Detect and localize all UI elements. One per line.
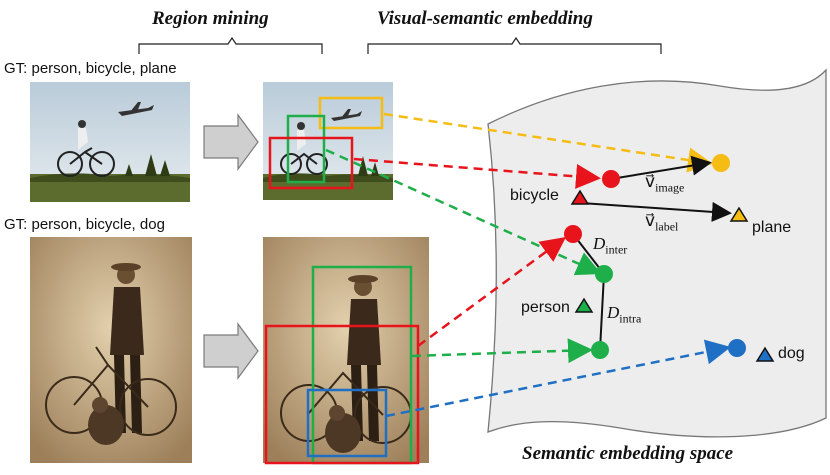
region-box-person-bottom xyxy=(311,265,413,465)
gt-label-bottom: GT: person, bicycle, dog xyxy=(4,216,165,233)
photo-man-bicycle-dog xyxy=(30,237,192,463)
v-image-symbol: v⃗ xyxy=(645,172,656,191)
photo-man-bicycle-dog-regions-art xyxy=(263,237,429,463)
point-bicycle-image-top xyxy=(602,170,620,188)
point-person-image-bottom xyxy=(591,341,609,359)
photo-man-bicycle-dog-art xyxy=(30,237,192,463)
d-intra-subscript: intra xyxy=(619,311,642,326)
dashed-arrow-bicycle-top xyxy=(353,157,601,189)
v-image-arrow xyxy=(610,155,712,180)
point-person-image-top xyxy=(595,265,613,283)
label-dog: dog xyxy=(778,345,805,362)
label-triangle-dog xyxy=(755,346,775,362)
region-box-person-top xyxy=(286,114,326,184)
label-person: person xyxy=(521,299,570,316)
block-arrow-bottom xyxy=(203,322,259,380)
heading-region-mining: Region mining xyxy=(152,8,269,29)
point-bicycle-image-bottom xyxy=(564,225,582,243)
point-plane-image xyxy=(712,154,730,172)
heading-semantic-embedding-space: Semantic embedding space xyxy=(522,443,734,464)
v-image-label: v⃗image xyxy=(645,172,684,195)
block-arrow-top xyxy=(203,113,259,171)
d-intra-label: Dintra xyxy=(607,303,641,326)
v-label-arrow xyxy=(580,201,732,222)
v-label-label: v⃗label xyxy=(645,211,678,234)
d-inter-label: Dinter xyxy=(593,234,627,257)
region-box-plane xyxy=(318,96,384,130)
photo-cyclist-plane xyxy=(30,82,190,202)
region-box-bicycle-top xyxy=(268,136,354,190)
label-triangle-person xyxy=(574,297,594,313)
dashed-arrow-plane xyxy=(383,112,713,173)
dashed-arrow-bicycle-bottom xyxy=(417,237,567,348)
v-label-symbol: v⃗ xyxy=(645,211,656,230)
gt-label-top: GT: person, bicycle, plane xyxy=(4,60,177,77)
v-label-subscript: label xyxy=(655,219,679,234)
label-plane: plane xyxy=(752,219,792,236)
d-intra-line xyxy=(599,273,605,351)
point-dog-image xyxy=(728,339,746,357)
brace-visual-semantic xyxy=(367,36,662,54)
photo-man-bicycle-dog-regions xyxy=(263,237,429,463)
label-bicycle: bicycle xyxy=(510,187,559,204)
v-image-subscript: image xyxy=(655,180,685,195)
brace-region-mining xyxy=(138,36,323,54)
region-box-bicycle-bottom xyxy=(264,324,420,465)
d-inter-subscript: inter xyxy=(605,242,628,257)
dashed-arrow-person-bottom xyxy=(411,338,593,364)
d-intra-symbol: D xyxy=(607,303,620,322)
photo-cyclist-plane-art xyxy=(30,82,190,202)
region-box-dog xyxy=(306,388,388,458)
label-triangle-bicycle xyxy=(570,189,590,205)
dashed-arrow-dog xyxy=(385,339,731,418)
heading-visual-semantic-embedding: Visual-semantic embedding xyxy=(377,8,593,29)
d-inter-symbol: D xyxy=(593,234,606,253)
label-triangle-plane xyxy=(729,206,749,222)
